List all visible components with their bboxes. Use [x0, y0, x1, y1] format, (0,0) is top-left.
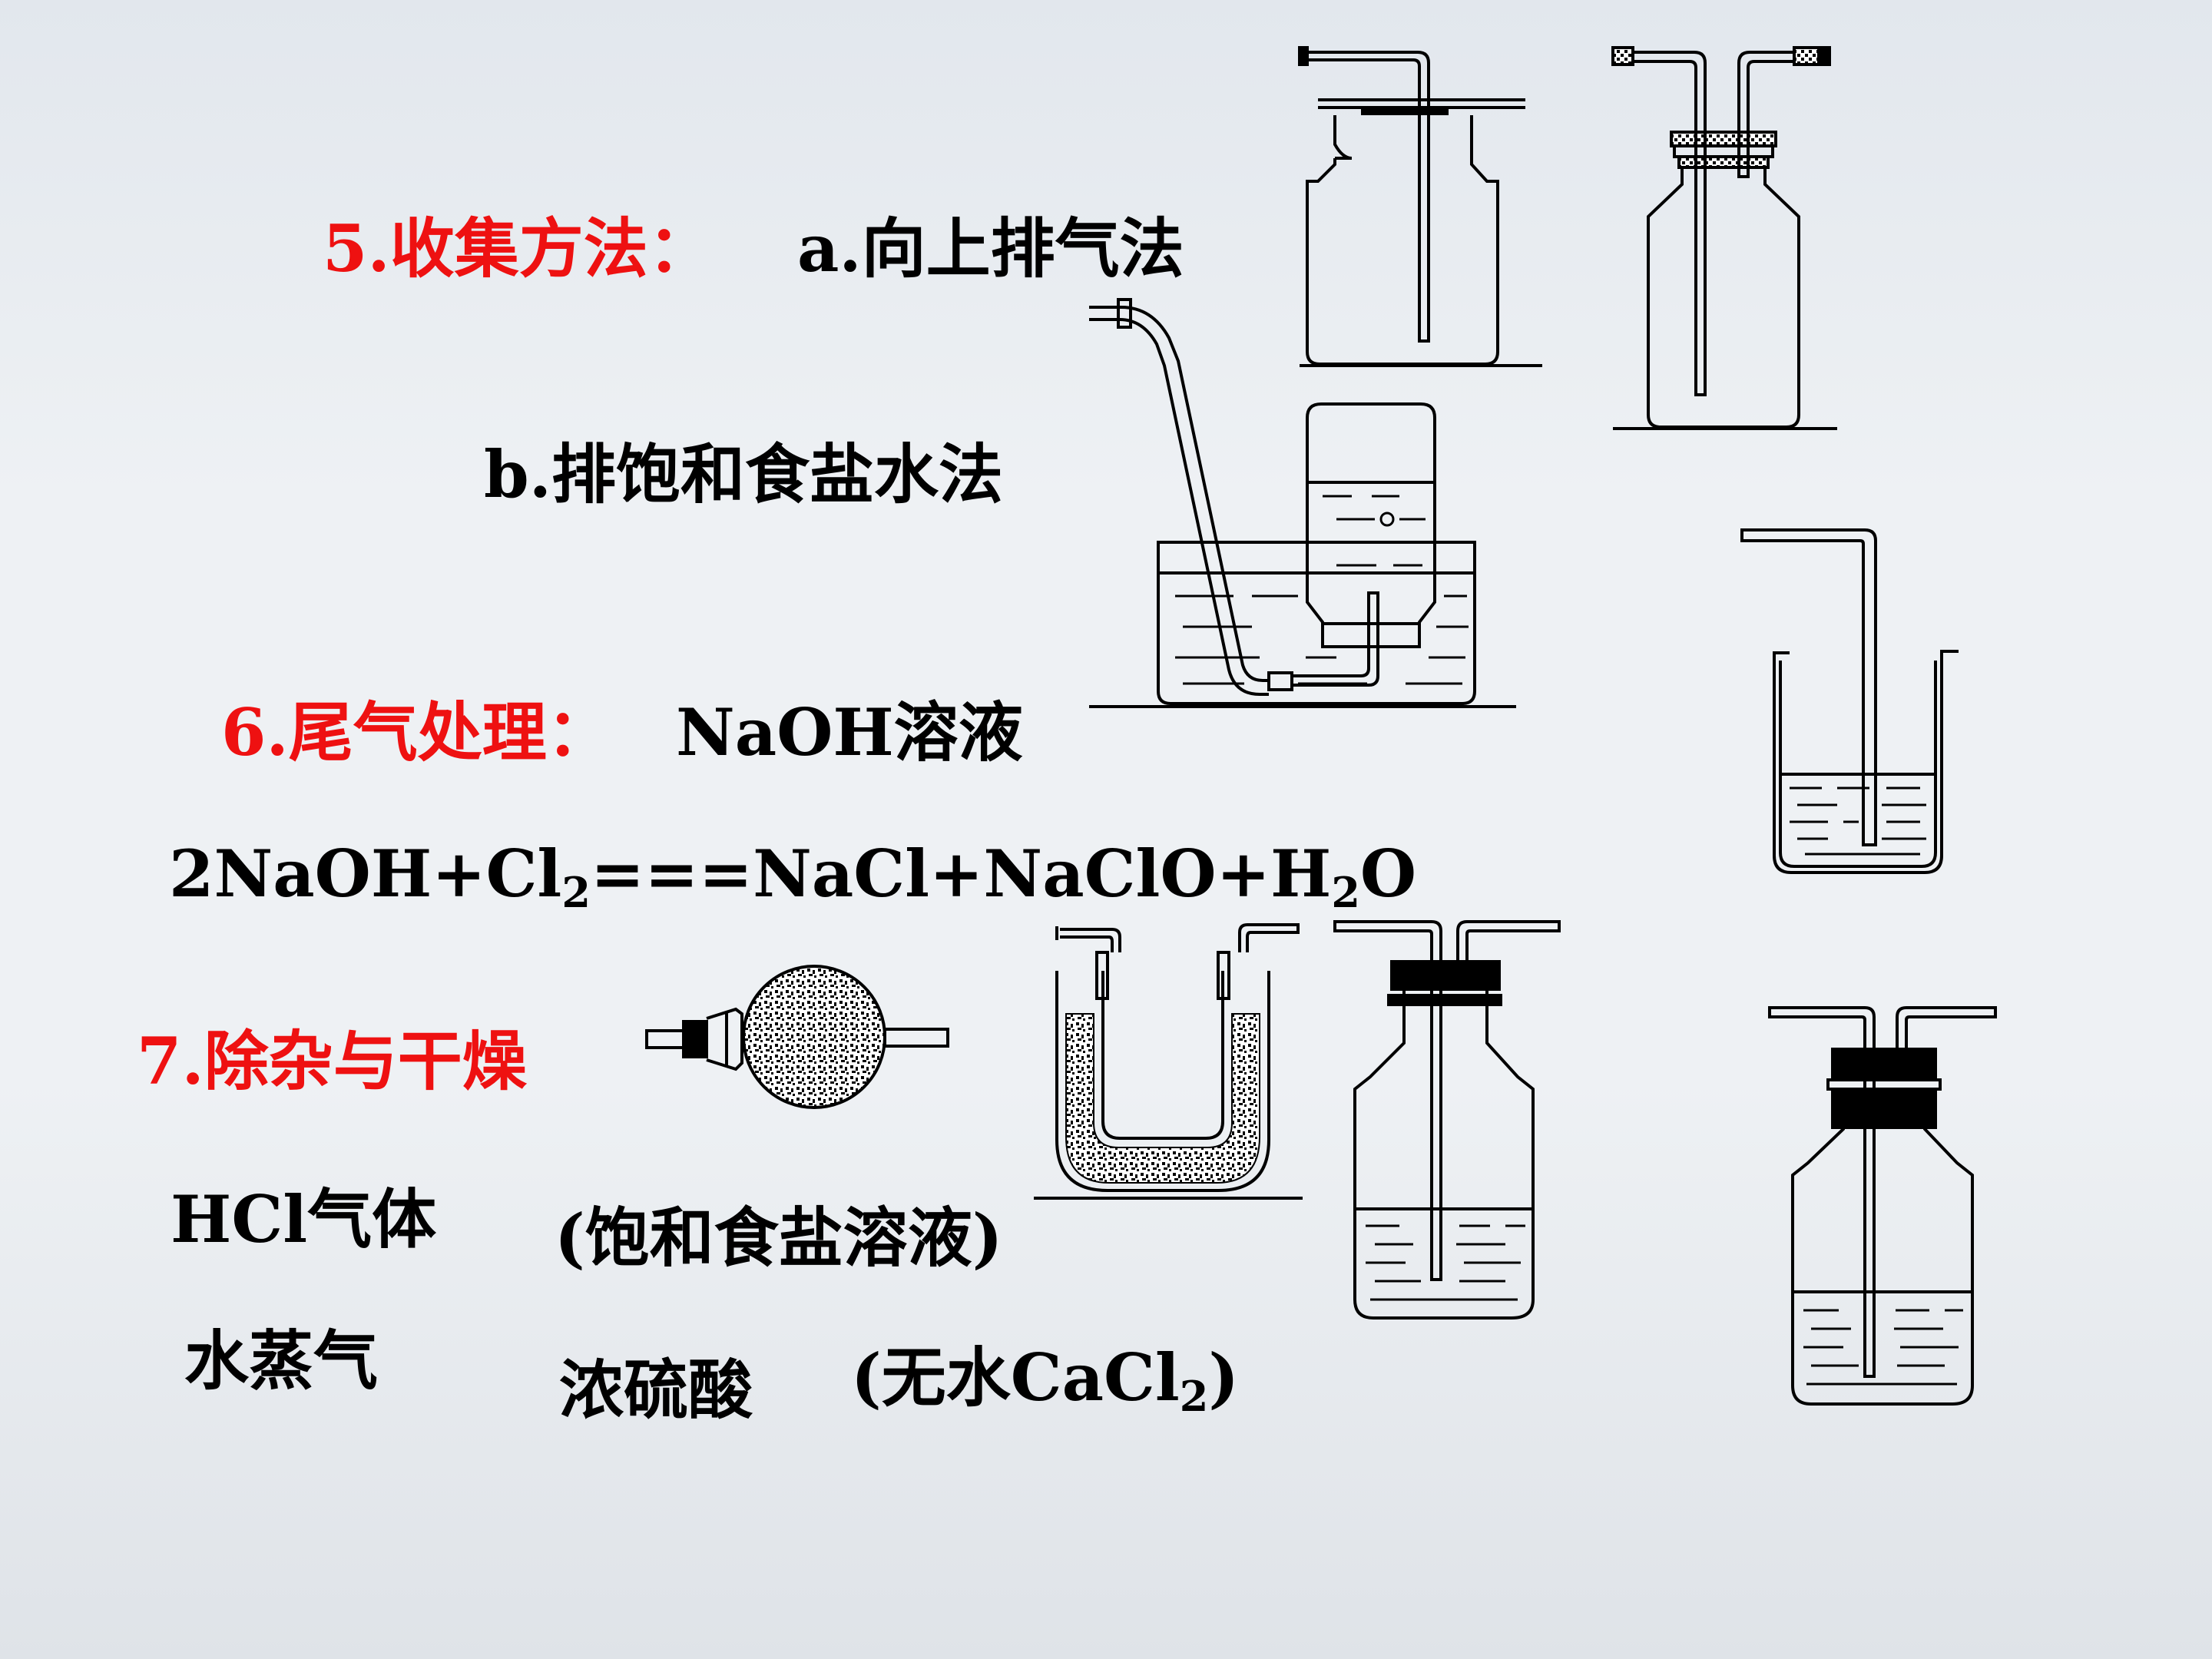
equation-sub-1: 2 — [561, 868, 591, 917]
alt-reagent-part-1: (无水CaCl — [851, 1339, 1180, 1416]
alt-reagent-sub: 2 — [1179, 1372, 1209, 1421]
water-trough-collection-icon — [1089, 298, 1516, 708]
alt-reagent-part-2: ) — [1208, 1339, 1240, 1416]
hcl-gas-label: HCl气体 — [171, 1181, 437, 1257]
beaker-absorption-icon — [1740, 528, 1959, 874]
wash-bottle-liquid-icon — [1333, 920, 1561, 1320]
alt-drying-reagent: (无水CaCl2) — [851, 1346, 1239, 1418]
u-tube-icon — [1034, 923, 1303, 1200]
method-a-label: a.向上排气法 — [797, 210, 1184, 286]
naoh-reagent-label: NaOH溶液 — [676, 694, 1023, 770]
method-b-label: b.排饱和食盐水法 — [484, 436, 1003, 512]
water-vapor-label: 水蒸气 — [184, 1323, 379, 1399]
hcl-reagent-label: (饱和食盐溶液) — [555, 1200, 1003, 1276]
gas-washing-bottle-icon — [1611, 46, 1837, 430]
equation-part-3: O — [1359, 836, 1417, 912]
water-reagent-label: 浓硫酸 — [559, 1352, 753, 1428]
equation-part-1: 2NaOH+Cl — [169, 836, 562, 912]
section7-heading: 7.除杂与干燥 — [137, 1023, 527, 1099]
section5-heading: 5.收集方法： — [323, 210, 713, 286]
equation-part-2: ===NaCl+NaClO+H — [590, 836, 1332, 912]
gas-bottle-long-tube-icon — [1298, 46, 1542, 367]
wash-bottle-liquid-icon — [1768, 1006, 1997, 1406]
reaction-equation: 2NaOH+Cl2===NaCl+NaClO+H2O — [169, 842, 1416, 914]
section6-heading: 6.尾气处理： — [221, 694, 611, 770]
drying-tube-icon — [645, 965, 949, 1109]
equation-sub-2: 2 — [1331, 868, 1360, 917]
